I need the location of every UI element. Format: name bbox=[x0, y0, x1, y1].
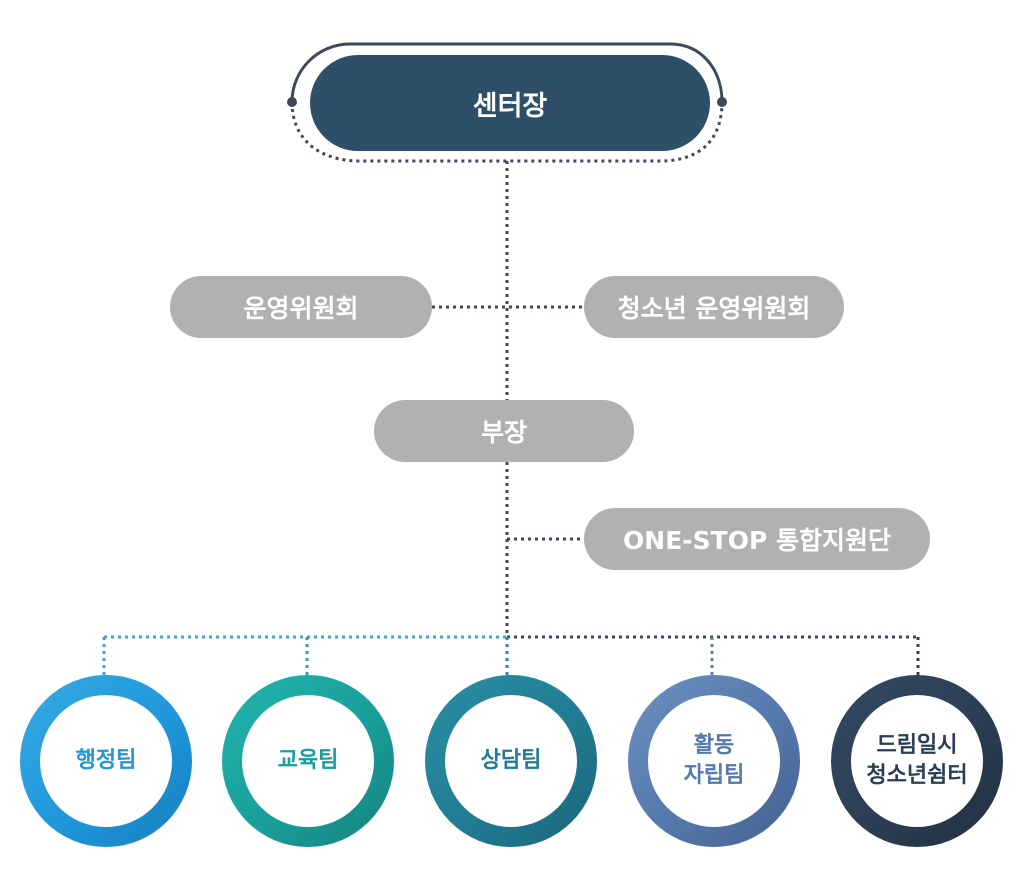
deputy-node: 부장 bbox=[374, 400, 634, 462]
team-activity-line-1: 활동 bbox=[693, 733, 735, 759]
onestop-support-node: ONE-STOP 통합지원단 bbox=[584, 508, 930, 570]
frame-dot-right bbox=[717, 97, 727, 107]
team-admin-line-1: 행정팀 bbox=[75, 748, 137, 774]
team-activity-line-2: 자립팀 bbox=[683, 763, 745, 788]
team-education-line-1: 교육팀 bbox=[277, 748, 339, 774]
team-activity-node: 활동 자립팀 bbox=[628, 675, 800, 847]
team-counseling-node: 상담팀 bbox=[425, 675, 597, 847]
team-education-label: 교육팀 bbox=[242, 695, 374, 827]
director-node: 센터장 bbox=[310, 55, 710, 151]
team-shelter-line-2: 청소년쉼터 bbox=[866, 763, 968, 788]
team-admin-node: 행정팀 bbox=[20, 675, 192, 847]
frame-dot-left bbox=[287, 97, 297, 107]
team-shelter-node: 드림일시 청소년쉼터 bbox=[831, 675, 1003, 847]
team-counseling-line-1: 상담팀 bbox=[480, 748, 542, 774]
team-counseling-label: 상담팀 bbox=[445, 695, 577, 827]
team-shelter-line-1: 드림일시 bbox=[876, 733, 958, 759]
team-education-node: 교육팀 bbox=[222, 675, 394, 847]
operating-committee-node: 운영위원회 bbox=[170, 276, 432, 338]
team-activity-label: 활동 자립팀 bbox=[648, 695, 780, 827]
team-shelter-label: 드림일시 청소년쉼터 bbox=[851, 695, 983, 827]
youth-operating-committee-node: 청소년 운영위원회 bbox=[584, 276, 844, 338]
top-node-frame bbox=[290, 42, 724, 103]
team-admin-label: 행정팀 bbox=[40, 695, 172, 827]
